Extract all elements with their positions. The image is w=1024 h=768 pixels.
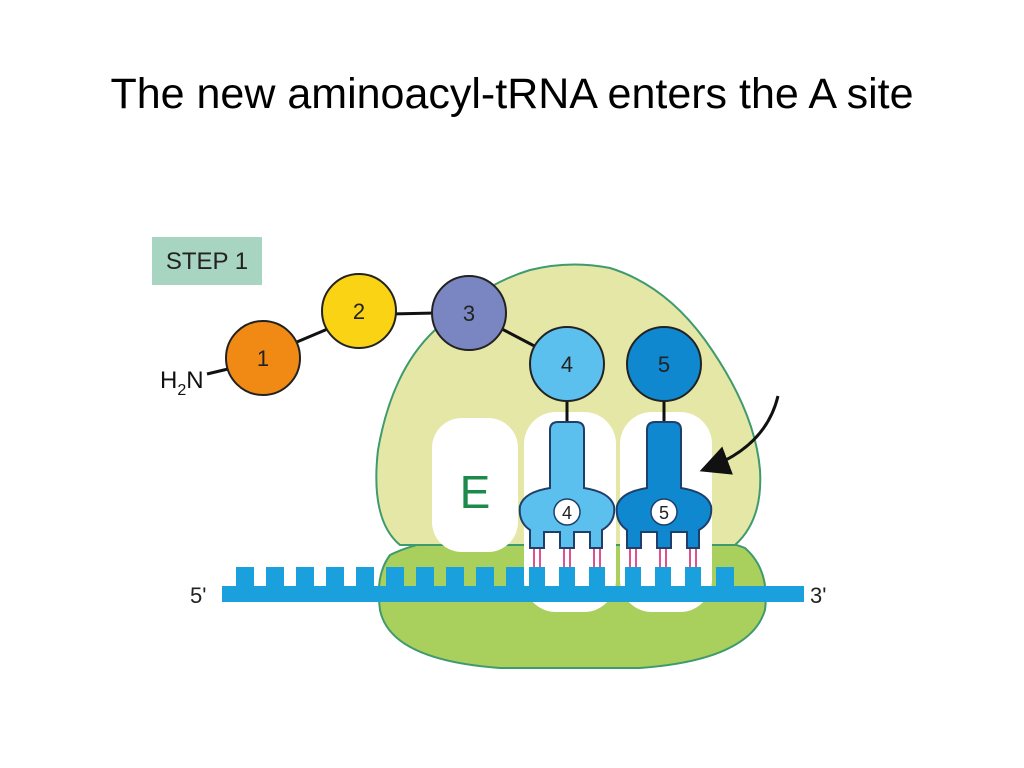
- trna-a-site: 5: [615, 421, 713, 549]
- amino-terminus-label: H2N: [160, 367, 204, 399]
- e-site-cavity: [432, 418, 518, 552]
- amino-acid-3: 3: [431, 275, 507, 351]
- mrna-strand: [222, 567, 804, 602]
- step-box: [152, 237, 262, 285]
- amino-acid-5-label: 5: [658, 352, 670, 377]
- trna-a-label: 5: [659, 503, 669, 523]
- mrna-5-prime-label: 5': [190, 583, 206, 608]
- ribosome-diagram: E STEP 1 H2N 1 2 3 4 5: [130, 220, 850, 685]
- amino-acid-3-label: 3: [463, 301, 475, 326]
- trna-p-label: 4: [562, 503, 572, 523]
- slide-title: The new aminoacyl-tRNA enters the A site: [110, 70, 914, 118]
- amino-acid-1: 1: [225, 320, 301, 396]
- mrna-3-prime-label: 3': [810, 583, 826, 608]
- entry-arrow: [699, 395, 780, 475]
- amino-acid-2: 2: [321, 273, 397, 349]
- base-pairs: [533, 548, 697, 568]
- amino-acid-5: 5: [626, 326, 702, 402]
- amino-acid-4: 4: [529, 326, 605, 402]
- amino-acid-1-label: 1: [257, 346, 269, 371]
- e-site-label: E: [460, 466, 491, 518]
- trna-p-site: 4: [518, 421, 616, 549]
- amino-acid-4-label: 4: [561, 352, 573, 377]
- amino-acid-2-label: 2: [353, 299, 365, 324]
- step-label: STEP 1: [166, 248, 248, 275]
